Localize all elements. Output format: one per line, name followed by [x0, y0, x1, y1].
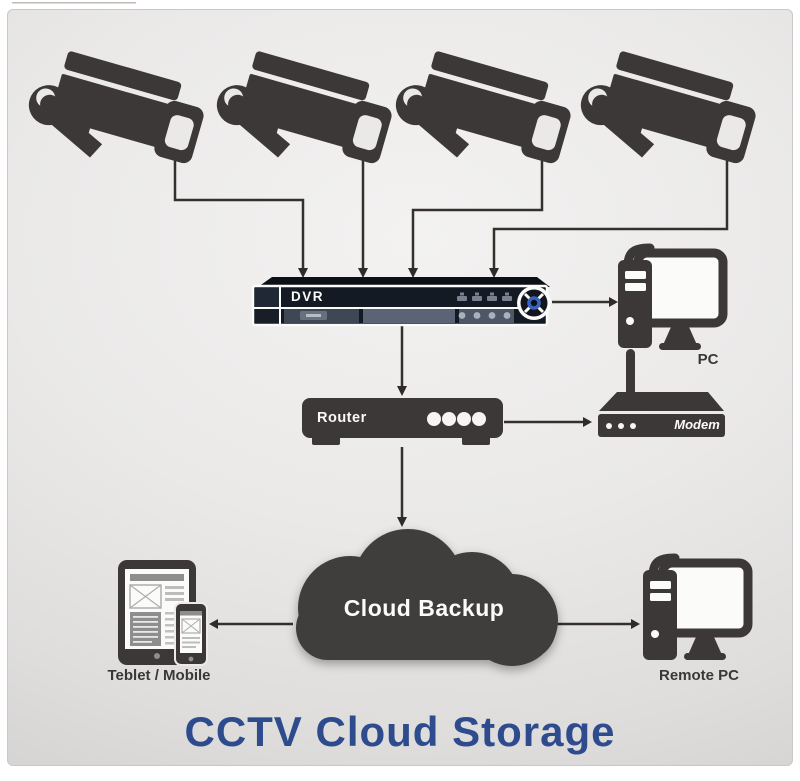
tablet-label: Teblet / Mobile — [107, 667, 211, 684]
router-label: Router — [317, 410, 367, 426]
arrow-into-tablet — [209, 619, 218, 629]
arrowheads — [209, 268, 640, 629]
pc-power-button — [626, 317, 634, 325]
arrow-into-modem — [583, 417, 592, 427]
dvr-left-cell-bottom — [255, 309, 279, 323]
pc-stand — [663, 327, 697, 345]
arrow-into-dvr-4 — [489, 268, 499, 278]
dvr-label: DVR — [291, 289, 325, 304]
modem-front — [598, 414, 725, 437]
arrow-into-cloud — [397, 517, 407, 527]
pc-device — [618, 243, 728, 350]
remote-pc-tower — [643, 570, 677, 660]
dvr-lid — [258, 277, 550, 287]
dvr-device — [251, 277, 551, 327]
top-edge-artifact — [12, 2, 136, 4]
modem-antenna — [626, 349, 635, 397]
modem-device — [598, 349, 725, 437]
tablet-home-button — [154, 653, 160, 659]
remote-pc-power-button — [651, 630, 659, 638]
line-camera3-dvr — [411, 150, 544, 269]
cctv-camera-1 — [18, 43, 211, 185]
cctv-camera-2 — [206, 43, 399, 185]
cctv-camera-4 — [570, 43, 763, 185]
phone — [174, 602, 208, 666]
dvr-left-cell-top — [255, 288, 279, 307]
cloud-label: Cloud Backup — [343, 595, 505, 621]
page-title: CCTV Cloud Storage — [184, 708, 616, 755]
arrow-into-dvr-2 — [358, 268, 368, 278]
dvr-round-buttons — [458, 312, 511, 319]
tablet-mobile-device — [118, 560, 208, 666]
dvr-panel-middle — [363, 309, 455, 323]
line-camera1-dvr — [173, 150, 305, 269]
pc-tower — [618, 260, 652, 348]
remote-pc-label: Remote PC — [658, 667, 740, 684]
dvr-panel-right — [459, 309, 514, 323]
router-foot-right — [462, 436, 490, 445]
router-body — [302, 398, 503, 438]
router-indicator-dots — [427, 412, 486, 426]
router-device — [302, 398, 503, 445]
cloud-shape — [296, 529, 558, 666]
dvr-jog-dial — [517, 286, 551, 320]
arrow-into-router — [397, 386, 407, 396]
modem-label: Modem — [674, 417, 720, 432]
arrow-into-pc — [609, 297, 618, 307]
arrow-into-dvr-3 — [408, 268, 418, 278]
arrow-into-dvr-1 — [298, 268, 308, 278]
connector-lines — [173, 150, 729, 626]
dvr-small-buttons — [457, 292, 512, 301]
phone-home-button — [188, 656, 194, 662]
arrow-into-remotepc — [631, 619, 640, 629]
router-foot-left — [312, 436, 340, 445]
remote-pc-device — [643, 553, 753, 660]
modem-top — [599, 392, 724, 411]
cctv-camera-3 — [385, 43, 578, 185]
modem-indicator-dots — [606, 423, 636, 429]
line-camera4-dvr — [492, 150, 729, 269]
remote-pc-stand — [688, 637, 722, 655]
pc-label: PC — [697, 351, 719, 368]
